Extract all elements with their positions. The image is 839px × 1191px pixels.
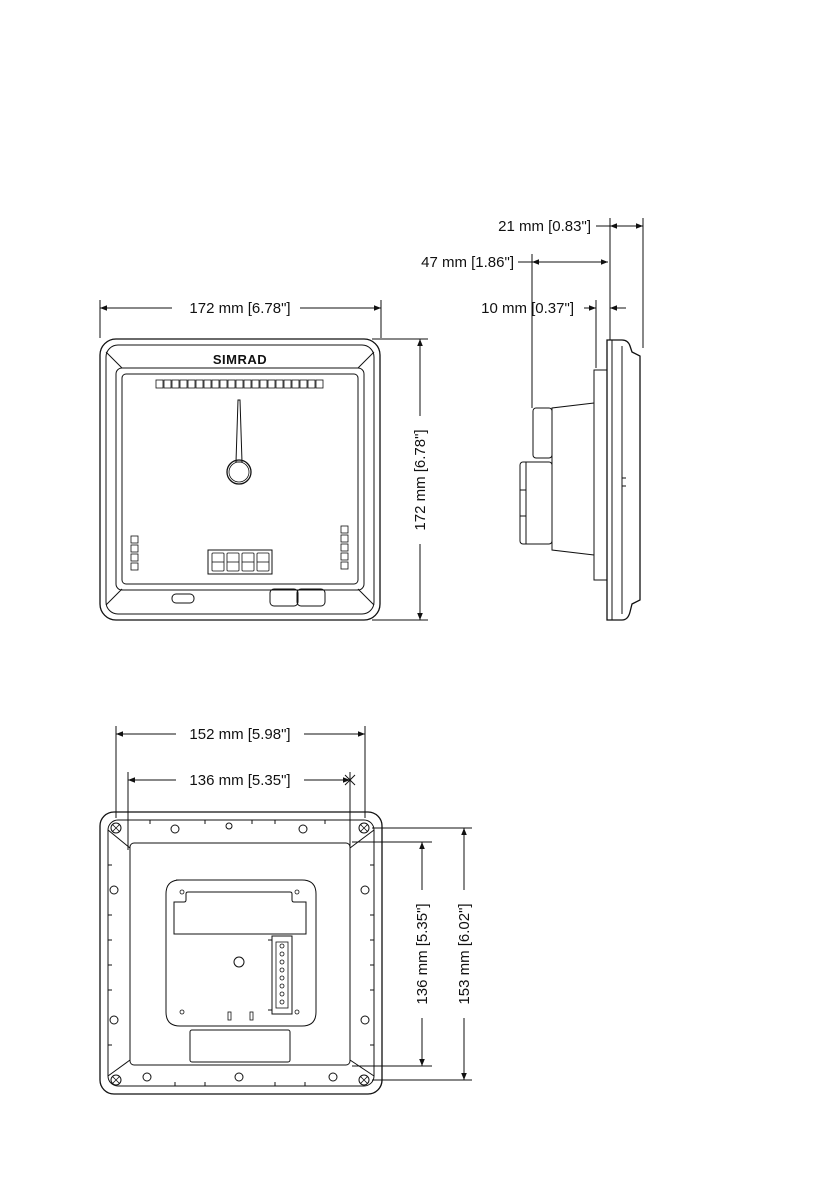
front-bezel xyxy=(100,339,380,620)
mounting-screw-holes xyxy=(111,823,369,1085)
side-depth-bezel-label: 10 mm [0.37"] xyxy=(481,300,574,317)
side-view: 21 mm [0.83"] 47 mm [1.86"] 10 mm [0.37"… xyxy=(421,218,643,620)
front-height-label: 172 mm [6.78"] xyxy=(412,429,429,530)
edge-ticks xyxy=(108,820,374,1086)
front-view: 172 mm [6.78"] 172 mm [6.78"] SIMRAD xyxy=(100,298,430,620)
front-button-right-a[interactable] xyxy=(270,589,298,606)
side-connector xyxy=(533,408,552,458)
rear-hole-width-label: 136 mm [5.35"] xyxy=(189,772,290,789)
rear-body xyxy=(100,812,382,1094)
top-led-bar xyxy=(156,380,323,388)
rear-view: 152 mm [5.98"] 136 mm [5.35"] 136 mm [5.… xyxy=(100,724,474,1094)
brand-logo-text: SIMRAD xyxy=(213,352,267,367)
rear-outer-width-label: 152 mm [5.98"] xyxy=(189,726,290,743)
board-center-hole xyxy=(234,957,244,967)
rear-hole-height-label: 136 mm [5.35"] xyxy=(414,903,431,1004)
front-width-label: 172 mm [6.78"] xyxy=(189,300,290,317)
front-button-right-b[interactable] xyxy=(297,589,325,606)
left-led-column xyxy=(131,536,138,570)
right-led-column xyxy=(341,526,348,569)
rear-outer-height-label: 153 mm [6.02"] xyxy=(456,903,473,1004)
front-button-left[interactable] xyxy=(172,594,194,603)
side-rear-housing xyxy=(552,403,594,555)
rear-label-plate xyxy=(190,1030,290,1062)
rear-inner-panel xyxy=(130,843,350,1065)
side-depth-rear-label: 47 mm [1.86"] xyxy=(421,254,514,271)
pointer-hub xyxy=(227,460,251,484)
terminal-block xyxy=(268,936,292,1014)
perimeter-bosses xyxy=(110,823,369,1081)
digit-display: 8888 xyxy=(208,550,272,574)
pointer-needle xyxy=(236,400,242,462)
side-depth-total-label: 21 mm [0.83"] xyxy=(498,218,591,235)
